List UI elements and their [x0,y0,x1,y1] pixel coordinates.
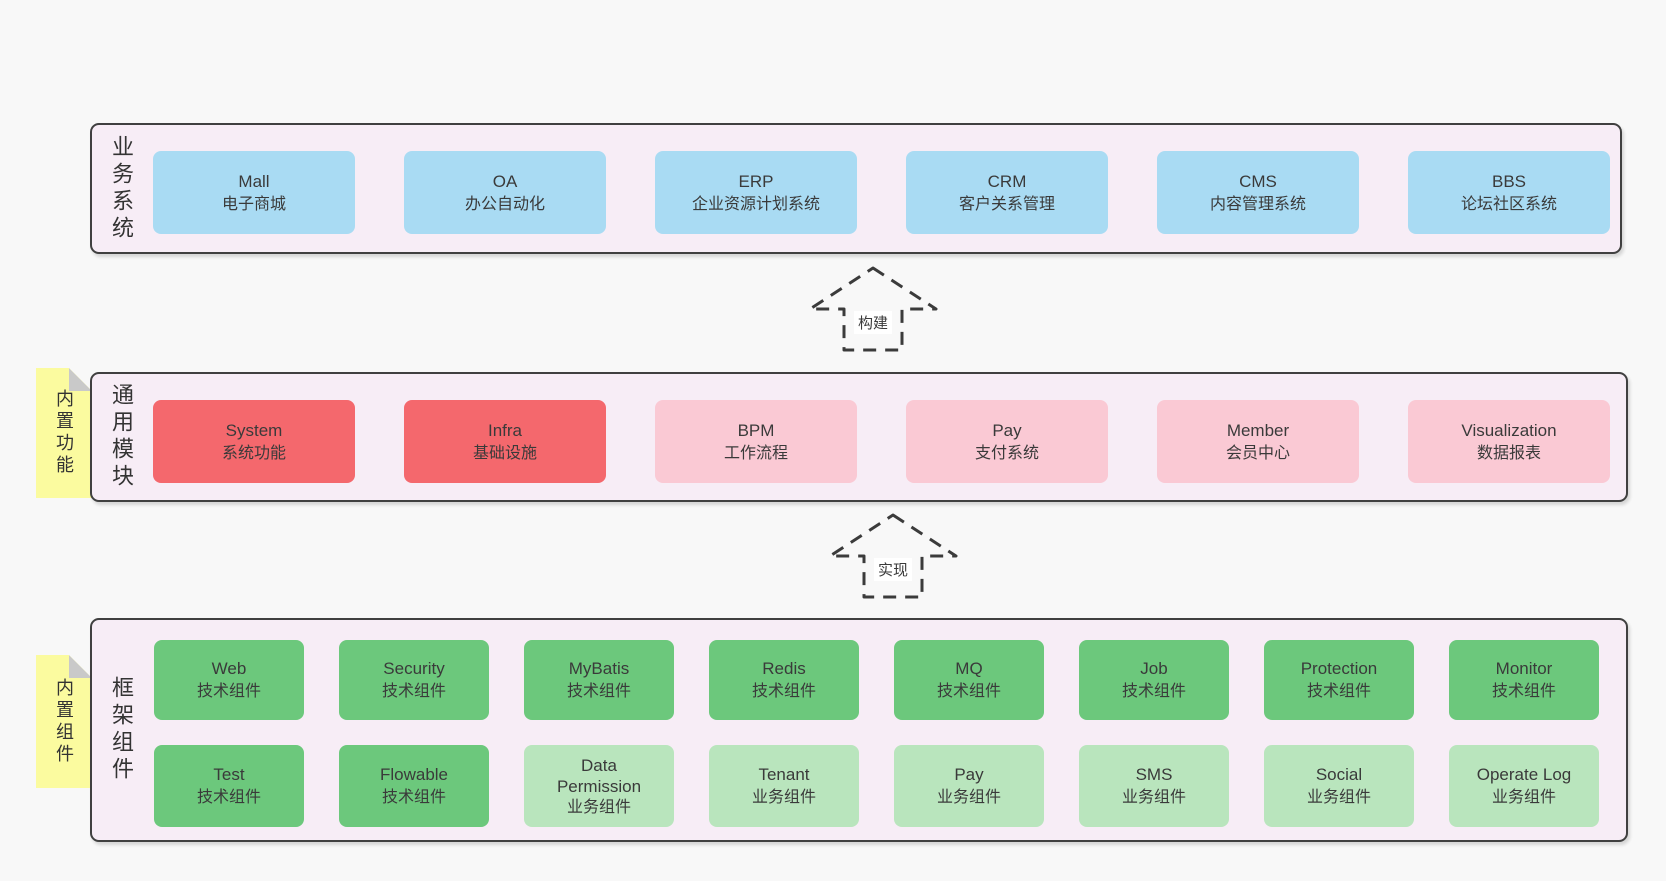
component-box-mq: MQ 技术组件 [894,640,1044,720]
module-box-member: Member 会员中心 [1157,400,1359,483]
component-box-monitor: Monitor 技术组件 [1449,640,1599,720]
component-box-test: Test 技术组件 [154,745,304,827]
arrow-implement-label: 实现 [873,558,913,581]
component-box-tenant: Tenant 业务组件 [709,745,859,827]
component-box-mybatis: MyBatis 技术组件 [524,640,674,720]
component-box-protection: Protection 技术组件 [1264,640,1414,720]
component-box-job: Job 技术组件 [1079,640,1229,720]
band-label-business-systems: 业务系统 [109,134,134,243]
framework-components-row-2: Test 技术组件 Flowable 技术组件 Data Permission … [92,745,1599,827]
note-fold-corner-icon [69,368,92,391]
up-arrow-dashed-icon [808,266,938,352]
framework-components-row-1: Web 技术组件 Security 技术组件 MyBatis 技术组件 Redi… [92,640,1599,720]
component-box-social: Social 业务组件 [1264,745,1414,827]
module-box-pay: Pay 支付系统 [906,400,1108,483]
component-box-data-permission: Data Permission 业务组件 [524,745,674,827]
component-box-sms: SMS 业务组件 [1079,745,1229,827]
system-box-bbs: BBS 论坛社区系统 [1408,151,1610,234]
component-box-operate-log: Operate Log 业务组件 [1449,745,1599,827]
system-box-oa: OA 办公自动化 [404,151,606,234]
component-box-redis: Redis 技术组件 [709,640,859,720]
system-box-cms: CMS 内容管理系统 [1157,151,1359,234]
note-fold-corner-icon [69,655,92,678]
up-arrow-dashed-icon [828,513,958,599]
module-box-bpm: BPM 工作流程 [655,400,857,483]
band-business-systems: 业务系统 Mall 电子商城 OA 办公自动化 ERP 企业资源计划系统 CRM… [90,123,1622,254]
module-box-system: System 系统功能 [153,400,355,483]
arrow-build-label: 构建 [853,311,893,334]
module-box-infra: Infra 基础设施 [404,400,606,483]
band-common-modules: 通用模块 System 系统功能 Infra 基础设施 BPM 工作流程 Pay… [90,372,1628,502]
system-box-erp: ERP 企业资源计划系统 [655,151,857,234]
common-modules-row: System 系统功能 Infra 基础设施 BPM 工作流程 Pay 支付系统… [92,400,1610,483]
component-box-flowable: Flowable 技术组件 [339,745,489,827]
system-box-crm: CRM 客户关系管理 [906,151,1108,234]
component-box-pay: Pay 业务组件 [894,745,1044,827]
module-box-visualization: Visualization 数据报表 [1408,400,1610,483]
band-label-framework-components: 框架组件 [109,676,134,784]
component-box-web: Web 技术组件 [154,640,304,720]
system-box-mall: Mall 电子商城 [153,151,355,234]
band-framework-components: 框架组件 Web 技术组件 Security 技术组件 MyBatis 技术组件… [90,618,1628,842]
business-systems-row: Mall 电子商城 OA 办公自动化 ERP 企业资源计划系统 CRM 客户关系… [92,151,1610,234]
note-built-in-features: 内置功能 [36,368,92,498]
note-built-in-components: 内置组件 [36,655,92,788]
arrow-build: 构建 [807,265,939,353]
band-label-common-modules: 通用模块 [109,383,134,491]
component-box-security: Security 技术组件 [339,640,489,720]
arrow-implement: 实现 [827,512,959,600]
